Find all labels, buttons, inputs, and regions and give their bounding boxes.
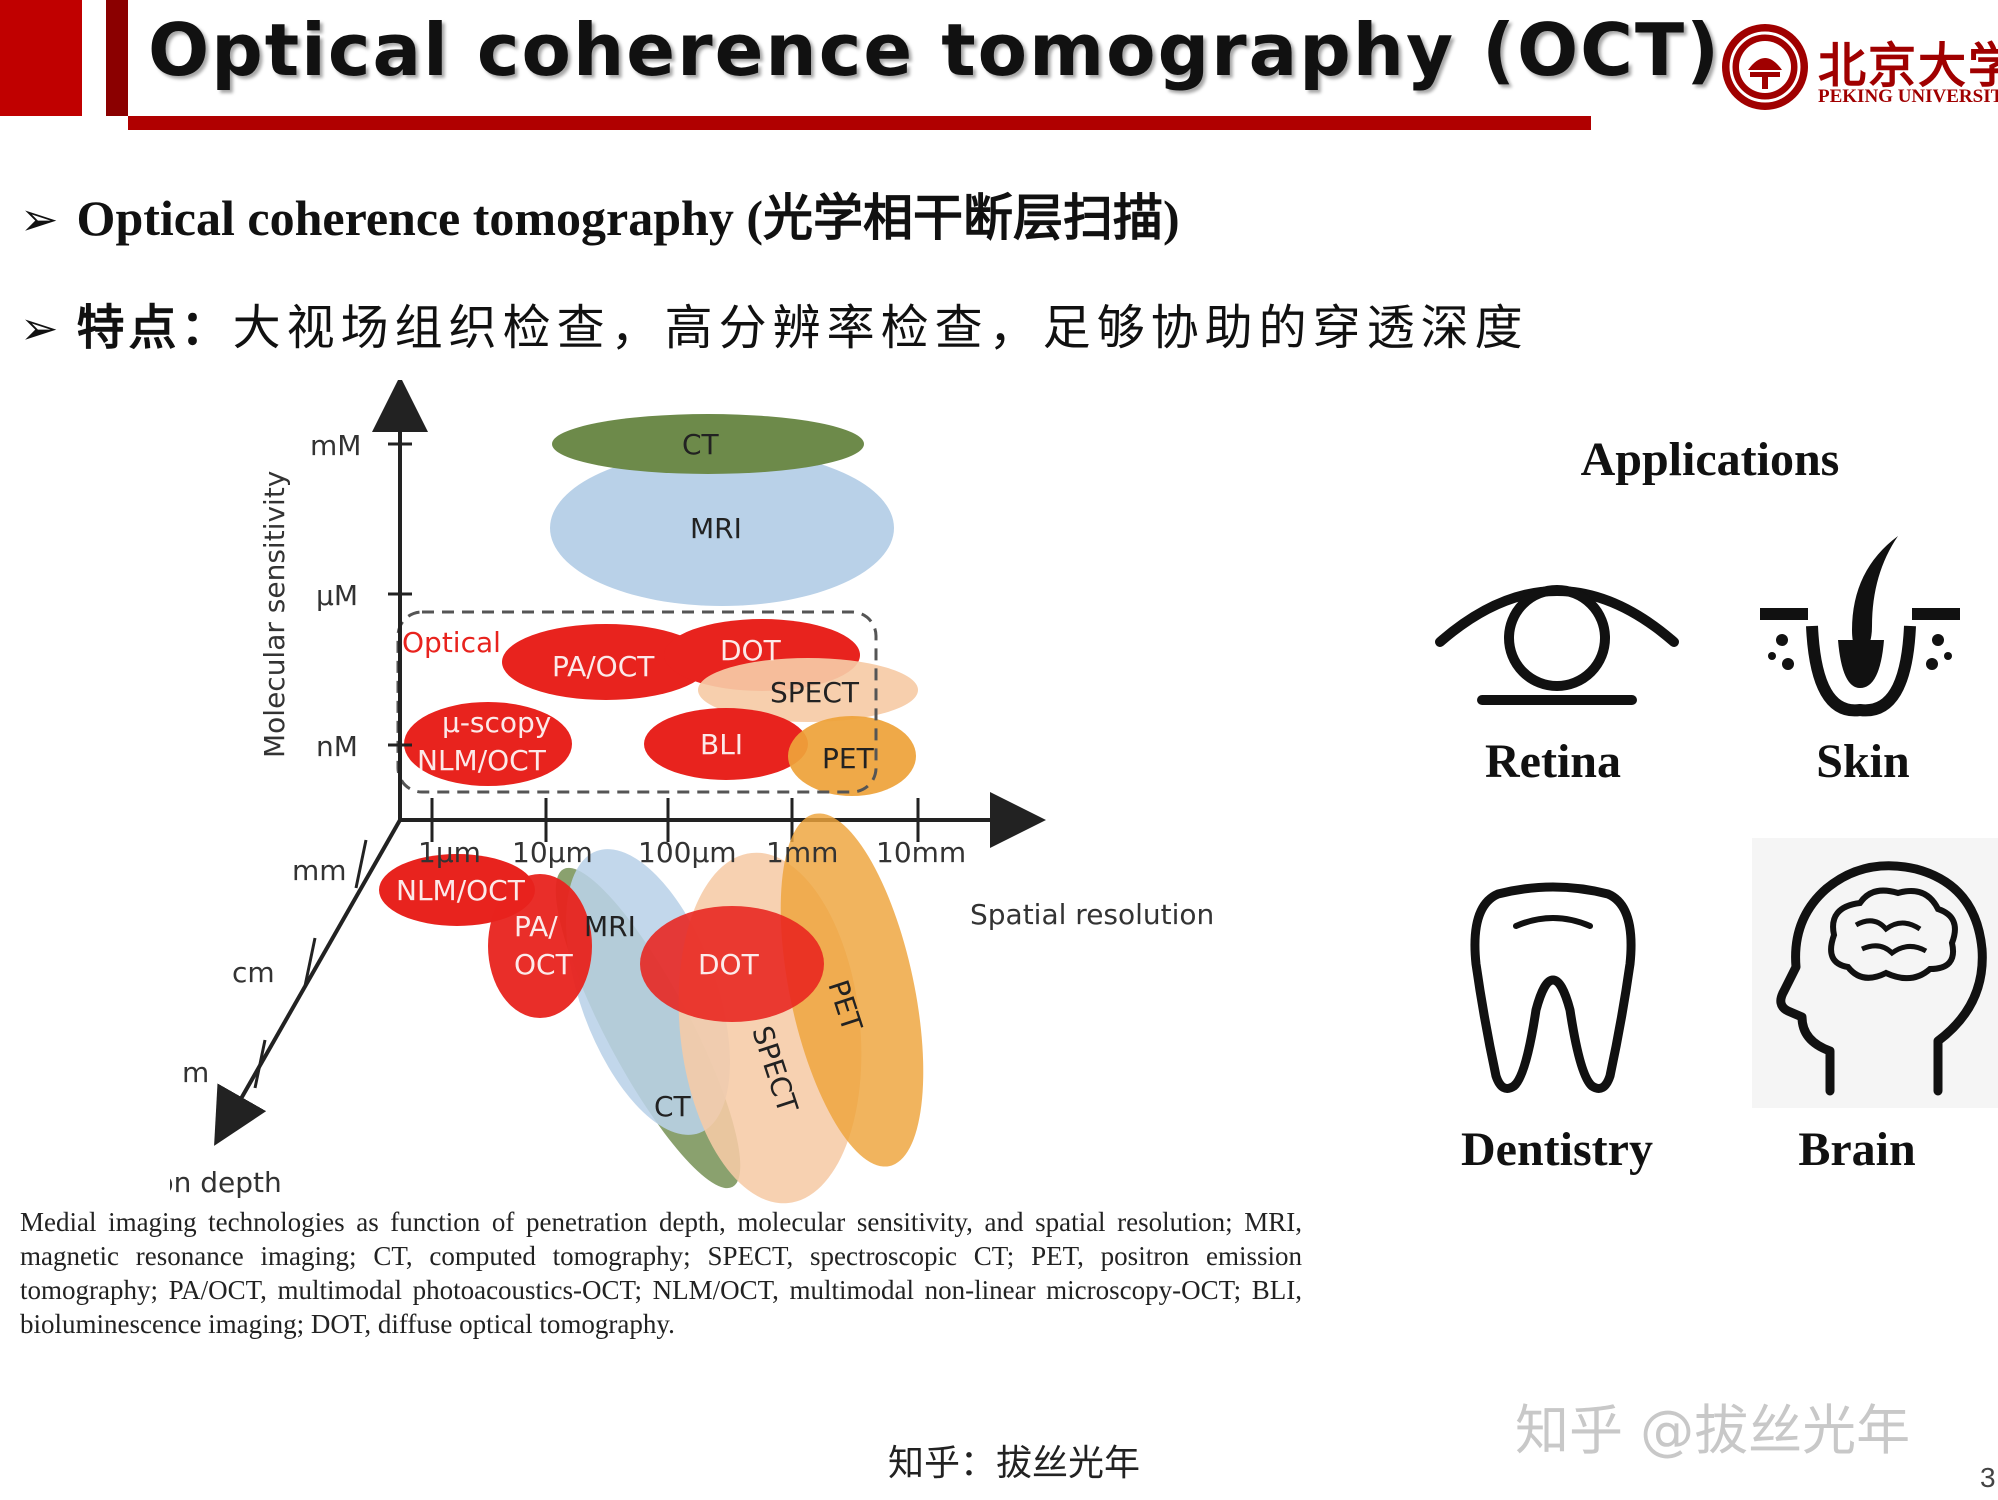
logo-english-name: PEKING UNIVERSITY bbox=[1818, 86, 1998, 107]
figure-caption: Medial imaging technologies as function … bbox=[20, 1207, 1302, 1339]
applications-title: Applications bbox=[1580, 433, 1840, 486]
bullet-text: Optical coherence tomography (光学相干断层扫描) bbox=[76, 190, 1180, 246]
eye-icon bbox=[1435, 585, 1679, 705]
brain-head-icon bbox=[1776, 861, 1987, 1096]
y-tick-nm: nM bbox=[316, 730, 358, 763]
label-pa-oct-bottom-1: PA/ bbox=[514, 910, 558, 943]
ellipse-pet-bottom bbox=[780, 813, 924, 1167]
bullet-arrow-icon: ➢ bbox=[20, 301, 59, 355]
header-accent-gap bbox=[82, 0, 106, 116]
label-mri-bottom: MRI bbox=[584, 910, 636, 943]
z-tick-m: m bbox=[182, 1056, 209, 1089]
label-mu-scopy-top: µ-scopy bbox=[442, 706, 551, 739]
bullet-features: ➢ 特点：大视场组织检查，高分辨率检查，足够协助的穿透深度 bbox=[20, 288, 1529, 358]
bullet-arrow-icon: ➢ bbox=[20, 192, 59, 246]
x-tick-10um: 10µm bbox=[512, 836, 593, 869]
label-ct-top: CT bbox=[682, 428, 720, 461]
header-accent-bar-dark bbox=[106, 0, 128, 116]
label-dot-bottom: DOT bbox=[698, 948, 760, 981]
label-pet-top: PET bbox=[822, 742, 875, 775]
application-label-skin: Skin bbox=[1816, 735, 1910, 788]
header-underline bbox=[128, 116, 1591, 130]
label-dot-top: DOT bbox=[720, 634, 782, 667]
y-tick-um: µM bbox=[316, 579, 358, 612]
ellipse-ct-top bbox=[552, 414, 864, 474]
x-tick-100um: 100µm bbox=[638, 836, 737, 869]
ellipse-nlm-oct-top bbox=[404, 702, 572, 786]
page-number: 3 bbox=[1980, 1462, 1996, 1493]
header-accent-bar bbox=[0, 0, 82, 116]
application-label-retina: Retina bbox=[1485, 735, 1621, 788]
peking-university-seal-icon bbox=[1722, 24, 1808, 110]
label-mri-top: MRI bbox=[690, 512, 742, 545]
imaging-modality-diagram: mM µM nM Molecular sensitivity mm cm m C… bbox=[170, 380, 1214, 1204]
application-label-brain: Brain bbox=[1798, 1123, 1916, 1176]
label-pa-oct-bottom-2: OCT bbox=[514, 948, 574, 981]
ellipse-dot-bottom bbox=[640, 906, 824, 1022]
label-optical: Optical bbox=[402, 626, 501, 659]
zhihu-watermark: 知乎 @拔丝光年 bbox=[1515, 1399, 1911, 1462]
label-nlm-oct-bottom: NLM/OCT bbox=[396, 874, 526, 907]
bullet-oct-definition: ➢ Optical coherence tomography (光学相干断层扫描) bbox=[20, 178, 1180, 250]
bullet-features-heading: 特点： bbox=[76, 300, 233, 356]
y-axis-label: Molecular sensitivity bbox=[258, 471, 291, 758]
logo-chinese-name: 北京大学 bbox=[1818, 38, 1998, 94]
ellipse-pa-oct-top bbox=[502, 624, 710, 700]
z-tick-mm: mm bbox=[292, 854, 347, 887]
label-ct-bottom: CT bbox=[654, 1090, 692, 1123]
z-tick-cm: cm bbox=[232, 956, 275, 989]
label-bli-top: BLI bbox=[700, 728, 743, 761]
label-nlm-oct-top: NLM/OCT bbox=[417, 744, 547, 777]
z-axis bbox=[214, 819, 402, 1146]
ellipse-pet-top bbox=[788, 716, 916, 796]
x-tick-10mm: 10mm bbox=[876, 836, 966, 869]
ellipse-spect-top bbox=[698, 658, 918, 722]
label-pa-oct-top: PA/OCT bbox=[552, 650, 655, 683]
x-axis-label: Spatial resolution bbox=[970, 898, 1214, 931]
z-axis-label: Penetration depth bbox=[170, 1166, 282, 1199]
ellipse-pa-oct-bottom bbox=[488, 874, 592, 1018]
label-spect-top: SPECT bbox=[770, 676, 860, 709]
application-label-dentistry: Dentistry bbox=[1461, 1123, 1653, 1176]
slide-title: Optical coherence tomography (OCT) bbox=[148, 8, 1722, 92]
ellipse-bli-top bbox=[644, 708, 808, 780]
y-tick-mm: mM bbox=[310, 429, 361, 462]
author-credit: 知乎：拔丝光年 bbox=[888, 1443, 1141, 1484]
x-tick-1um: 1µm bbox=[418, 836, 481, 869]
ellipse-mri-top bbox=[550, 450, 894, 606]
bullet-features-text: 大视场组织检查，高分辨率检查，足够协助的穿透深度 bbox=[232, 300, 1529, 356]
x-tick-1mm: 1mm bbox=[766, 836, 838, 869]
tooth-icon bbox=[1470, 882, 1636, 1093]
skin-hair-icon bbox=[1760, 536, 1960, 717]
